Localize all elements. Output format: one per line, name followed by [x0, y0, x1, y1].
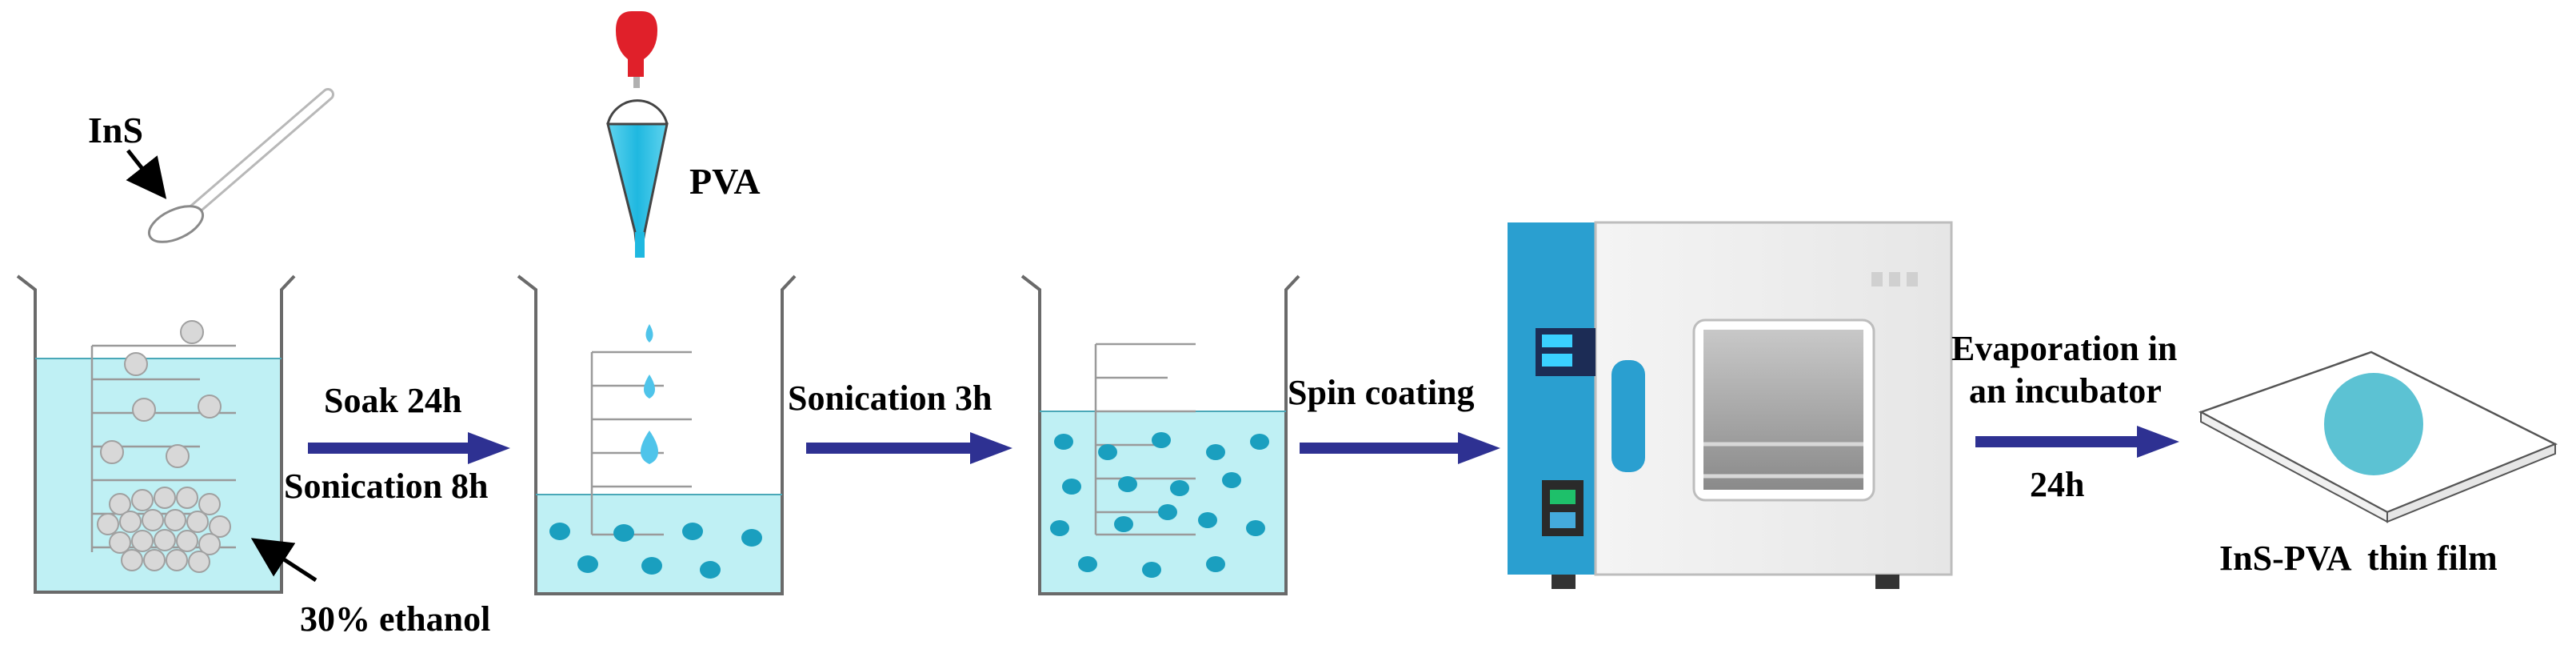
- ins-label: InS: [88, 110, 143, 150]
- process-arrow-2: [806, 432, 1012, 464]
- pipette-icon: [606, 11, 669, 258]
- process-arrow-3: [1300, 432, 1500, 464]
- beaker-1: [16, 274, 296, 594]
- soak-label: Soak 24h: [324, 381, 461, 420]
- sonication8-label: Sonication 8h: [284, 467, 489, 506]
- beaker-3: [1020, 274, 1300, 595]
- evaporation-time-label: 24h: [2030, 465, 2084, 504]
- ins-pointer-arrow: [126, 149, 167, 199]
- spin-coating-label: Spin coating: [1288, 373, 1475, 412]
- process-arrow-4: [1975, 426, 2179, 458]
- pva-label: PVA: [689, 161, 761, 202]
- sonication3-label: Sonication 3h: [788, 379, 992, 418]
- thin-film-icon: [2198, 351, 2558, 523]
- evaporation-label-1: Evaporation in: [1951, 329, 2177, 368]
- ethanol-pointer-arrow: [250, 538, 318, 583]
- film-label: InS-PVA thin film: [2219, 539, 2498, 578]
- spoon-icon: [147, 88, 334, 243]
- beaker-2: [517, 274, 797, 595]
- ethanol-label: 30% ethanol: [300, 599, 490, 639]
- process-arrow-1: [308, 432, 510, 464]
- incubator-icon: [1508, 221, 1953, 589]
- evaporation-label-2: an incubator: [1969, 371, 2162, 411]
